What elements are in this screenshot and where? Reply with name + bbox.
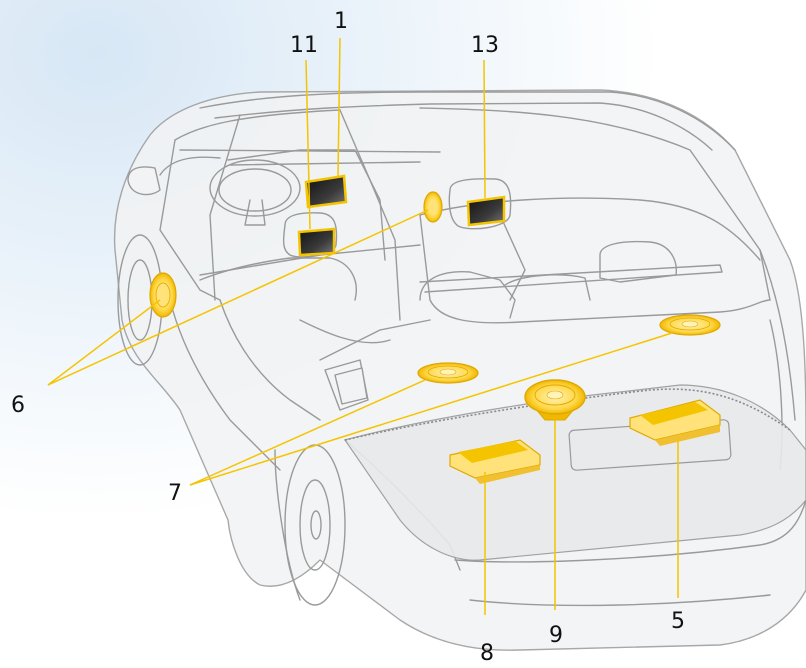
door-speaker-rear <box>423 191 443 223</box>
callout-9: 9 <box>549 623 563 648</box>
front-headrest-display <box>297 227 336 257</box>
subwoofer <box>524 379 586 421</box>
leader-lines <box>47 37 679 615</box>
callout-13: 13 <box>471 33 499 58</box>
leader-11 <box>305 59 311 230</box>
callout-labels: 1 11 13 6 7 8 9 5 <box>11 9 685 666</box>
leader-6b <box>47 209 429 386</box>
callout-5: 5 <box>671 609 685 634</box>
leader-6a <box>47 299 161 386</box>
leader-13 <box>483 59 486 199</box>
rear-speaker-left <box>417 362 479 384</box>
left-amplifier <box>449 439 541 484</box>
callout-11: 11 <box>290 33 318 58</box>
callout-6: 6 <box>11 393 25 418</box>
callout-8: 8 <box>480 641 494 666</box>
roof-display <box>304 174 348 209</box>
door-speaker-front <box>149 272 177 318</box>
right-amplifier <box>629 399 721 446</box>
rear-headrest-display <box>466 195 506 227</box>
rear-speaker-right <box>659 314 721 336</box>
callout-7: 7 <box>168 481 182 506</box>
callout-1: 1 <box>334 9 348 34</box>
trunk-edge <box>344 388 791 441</box>
leader-7a <box>189 379 426 486</box>
leader-7b <box>189 332 673 486</box>
leader-1 <box>337 37 341 177</box>
